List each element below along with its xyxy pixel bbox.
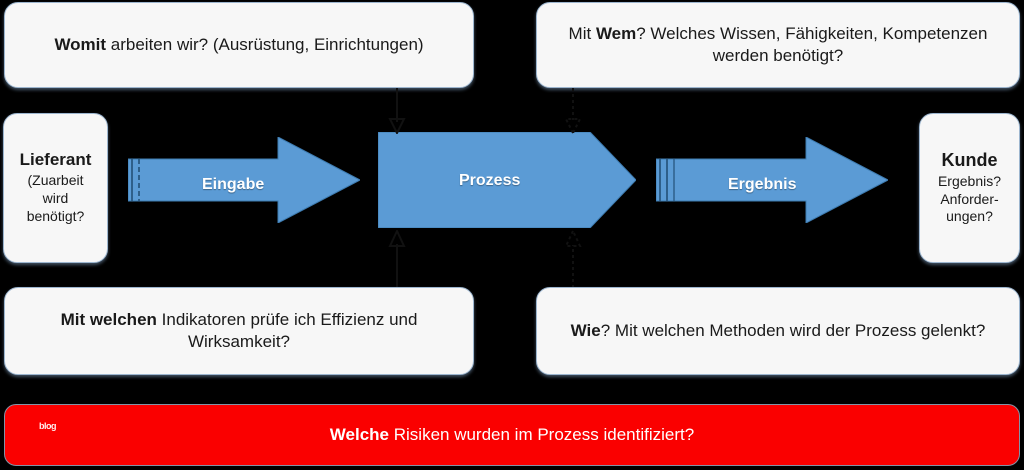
question-box-indikatoren-text: Mit welchen Indikatoren prüfe ich Effizi… — [5, 309, 473, 354]
question-box-wie-rest: ? Mit welchen Methoden wird der Prozess … — [600, 320, 986, 340]
supplier-sub-line-1: (Zuarbeit — [27, 172, 84, 189]
question-box-indikatoren-rest: Indikatoren prüfe ich Effizienz und Wirk… — [156, 309, 418, 351]
question-box-wem-text: Mit Wem? Welches Wissen, Fähigkeiten, Ko… — [537, 23, 1019, 68]
supplier-box[interactable]: Lieferant (Zuarbeit wird benötigt? — [3, 113, 108, 263]
question-box-wem-rest: ? Welches Wissen, Fähigkeiten, Kompetenz… — [636, 23, 988, 65]
process-chevron-shape[interactable] — [378, 132, 636, 228]
question-box-womit-text: Womit arbeiten wir? (Ausrüstung, Einrich… — [40, 34, 437, 56]
question-box-wem-pre: Mit — [568, 23, 596, 43]
risk-banner[interactable]: blog Welche Risiken wurden im Prozess id… — [4, 404, 1020, 466]
blog-watermark: blog — [39, 421, 57, 431]
customer-sub-line-3: ungen? — [946, 208, 993, 225]
input-arrow-label: Eingabe — [202, 176, 265, 193]
output-arrow-label: Ergebnis — [728, 176, 797, 193]
input-arrow-shape[interactable] — [128, 137, 360, 223]
question-box-womit-lead: Womit — [54, 34, 107, 54]
question-box-wie-lead: Wie — [570, 320, 601, 340]
question-box-indikatoren-lead: Mit welchen — [60, 309, 157, 329]
supplier-sub-line-3: benötigt? — [26, 207, 85, 224]
connector-wem-to-process-arrow-down — [562, 88, 584, 134]
process-label: Prozess — [459, 172, 521, 189]
customer-sub-line-1: Ergebnis? — [937, 172, 1002, 189]
output-arrow-shape[interactable] — [656, 137, 888, 223]
supplier-sub-line-2: wird — [42, 190, 69, 207]
connector-womit-to-process-arrow-down — [386, 88, 408, 134]
supplier-heading: Lieferant — [19, 150, 92, 170]
connector-indicators-to-process-arrow-up — [386, 230, 408, 288]
customer-box[interactable]: Kunde Ergebnis? Anforder- ungen? — [919, 113, 1020, 263]
risk-banner-lead: Welche — [329, 424, 390, 444]
customer-heading: Kunde — [941, 149, 998, 170]
question-box-wie[interactable]: Wie? Mit welchen Methoden wird der Proze… — [536, 287, 1020, 375]
question-box-wie-text: Wie? Mit welchen Methoden wird der Proze… — [557, 320, 1000, 342]
question-box-wem-lead: Wem — [595, 23, 637, 43]
risk-banner-rest: Risiken wurden im Prozess identifiziert? — [389, 424, 695, 444]
connector-wie-to-process-arrow-up — [562, 230, 584, 288]
risk-banner-text: Welche Risiken wurden im Prozess identif… — [330, 425, 694, 445]
question-box-indikatoren[interactable]: Mit welchen Indikatoren prüfe ich Effizi… — [4, 287, 474, 375]
customer-sub-line-2: Anforder- — [940, 190, 999, 207]
question-box-wem[interactable]: Mit Wem? Welches Wissen, Fähigkeiten, Ko… — [536, 2, 1020, 88]
question-box-womit[interactable]: Womit arbeiten wir? (Ausrüstung, Einrich… — [4, 2, 474, 88]
question-box-womit-rest: arbeiten wir? (Ausrüstung, Einrichtungen… — [106, 34, 424, 54]
